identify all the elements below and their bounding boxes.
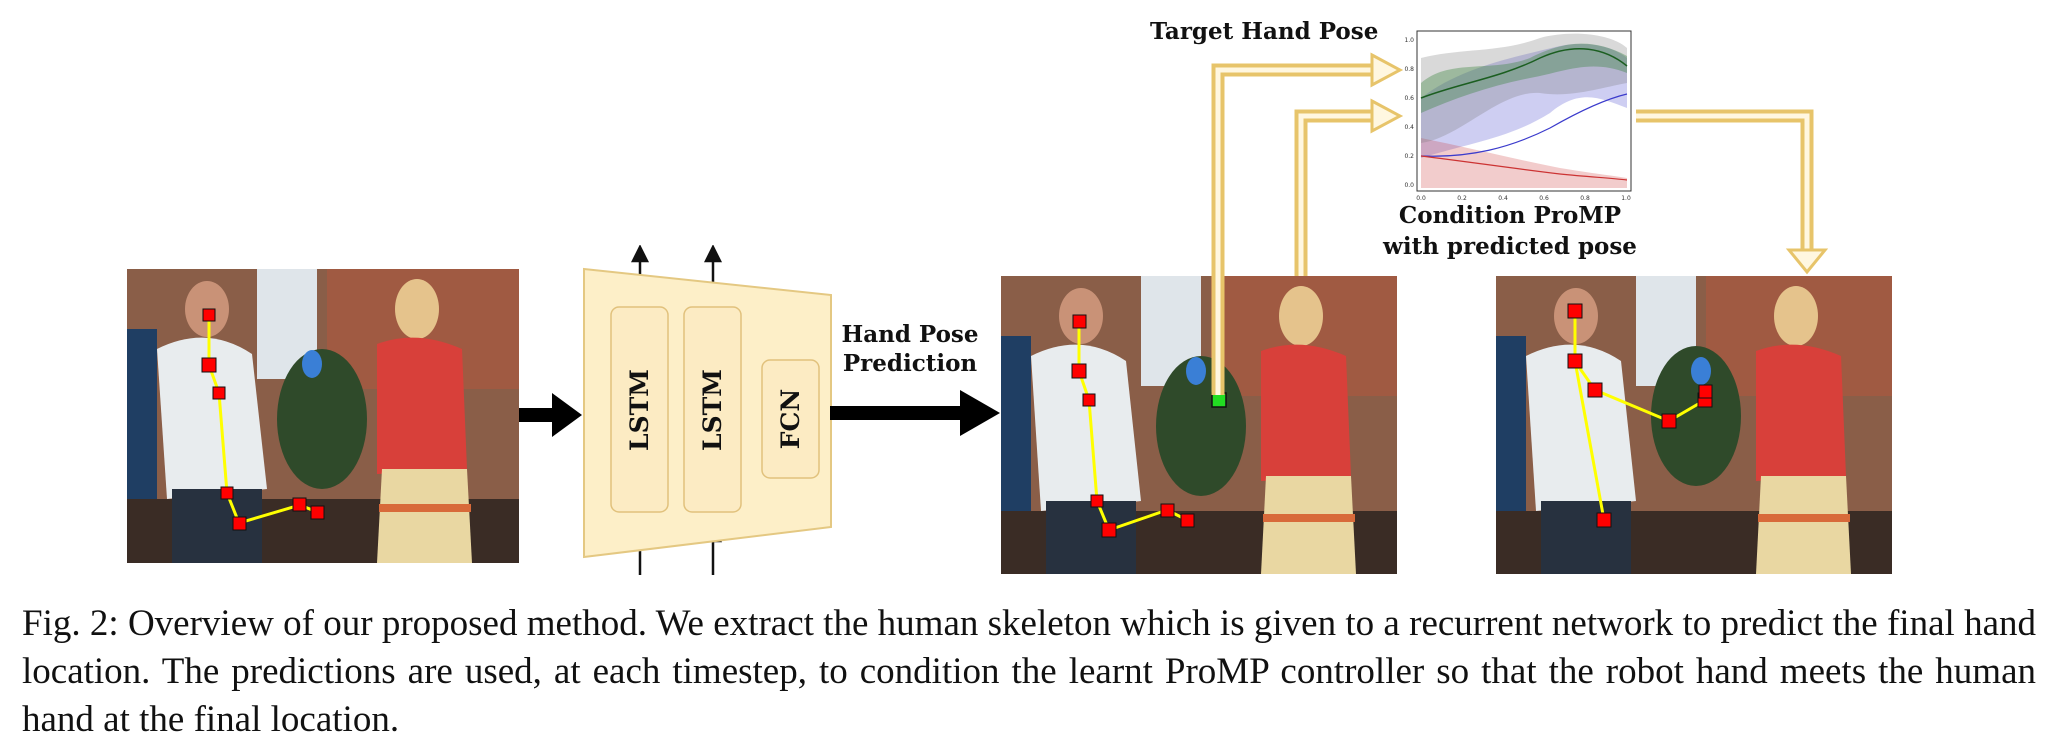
y-tick: 0.0 <box>1404 182 1414 189</box>
gold-arrow-output <box>1636 109 1814 250</box>
prediction-photo-scene <box>1001 276 1397 574</box>
gold-arrowhead-prediction <box>1370 98 1404 134</box>
keypoint-hand <box>1698 384 1713 399</box>
caption-text: Overview of our proposed method. We extr… <box>22 603 2036 740</box>
y-tick: 1.0 <box>1404 37 1414 44</box>
keypoint-head <box>1567 303 1583 319</box>
hand-pose-prediction-label: Hand Pose Prediction <box>830 320 990 378</box>
keypoint-elbow <box>220 486 234 500</box>
line-green <box>1420 47 1628 99</box>
x-tick: 1.0 <box>1621 195 1631 202</box>
condition-promp-line1: Condition ProMP <box>1398 202 1622 229</box>
robot-output-photo <box>1496 276 1892 574</box>
keypoint-hip <box>232 516 247 531</box>
input-photo <box>127 269 519 563</box>
promp-plot: 1.0 0.8 0.6 0.4 0.2 0.0 0.0 0.2 0.4 0.6 … <box>1404 30 1632 202</box>
y-tick: 0.6 <box>1404 95 1414 102</box>
plot-frame <box>1416 30 1632 192</box>
target-hand-pose-label: Target Hand Pose <box>1150 18 1379 45</box>
keypoint-wrist <box>292 497 307 512</box>
input-photo-scene <box>127 269 519 563</box>
line-blue <box>1420 93 1628 157</box>
x-tick: 0.4 <box>1498 195 1508 202</box>
band-blue <box>1421 43 1627 158</box>
y-tick: 0.8 <box>1404 66 1414 73</box>
keypoint-hip <box>1101 522 1117 538</box>
fcn-layer <box>761 359 820 479</box>
keypoint-shoulder <box>1071 363 1087 379</box>
gold-arrowhead-target <box>1370 52 1404 88</box>
band-grey <box>1421 33 1627 144</box>
keypoint-chest <box>1082 393 1096 407</box>
keypoint-wrist <box>1160 503 1175 518</box>
keypoint-hip <box>1596 512 1612 528</box>
hand-pose-prediction-line2: Prediction <box>842 350 978 377</box>
lstm-layer-1 <box>610 306 669 513</box>
hand-pose-prediction-line1: Hand Pose <box>841 321 979 348</box>
x-tick: 0.8 <box>1580 195 1590 202</box>
keypoint-elbow <box>1661 413 1677 429</box>
keypoint-hand <box>310 505 325 520</box>
y-tick: 0.4 <box>1404 124 1414 131</box>
y-tick: 0.2 <box>1404 153 1414 160</box>
lstm-label-1: LSTM <box>625 369 654 451</box>
keypoint-chest <box>212 386 226 400</box>
keypoint-shoulder <box>201 357 217 373</box>
keypoint-head <box>1072 314 1087 329</box>
caption-label: Fig. 2: <box>22 603 119 644</box>
gold-arrowhead-output <box>1785 248 1829 275</box>
keypoint-head <box>202 308 216 322</box>
y-ticks: 1.0 0.8 0.6 0.4 0.2 0.0 <box>1404 37 1414 189</box>
condition-promp-label: Condition ProMP with predicted pose <box>1360 200 1660 262</box>
fcn-label: FCN <box>776 389 805 450</box>
x-ticks: 0.0 0.2 0.4 0.6 0.8 1.0 <box>1416 195 1631 202</box>
line-red <box>1420 155 1628 181</box>
prediction-photo <box>1001 276 1397 574</box>
lstm-layer-2 <box>683 306 742 513</box>
arrow-to-prediction <box>830 390 1000 436</box>
condition-promp-line2: with predicted pose <box>1383 233 1637 260</box>
recurrent-network: LSTM LSTM FCN <box>583 245 832 575</box>
figure-caption: Fig. 2: Overview of our proposed method.… <box>22 600 2036 744</box>
robot-output-photo-scene <box>1496 276 1892 574</box>
keypoint-elbow <box>1090 494 1104 508</box>
keypoint-hand <box>1180 513 1195 528</box>
x-tick: 0.2 <box>1457 195 1467 202</box>
arrow-to-network <box>519 393 582 437</box>
target-keypoint <box>1211 392 1227 408</box>
x-tick: 0.0 <box>1416 195 1426 202</box>
keypoint-chest <box>1587 382 1603 398</box>
band-green <box>1421 43 1627 113</box>
lstm-label-2: LSTM <box>698 369 727 451</box>
keypoint-shoulder <box>1567 353 1583 369</box>
x-tick: 0.6 <box>1539 195 1549 202</box>
